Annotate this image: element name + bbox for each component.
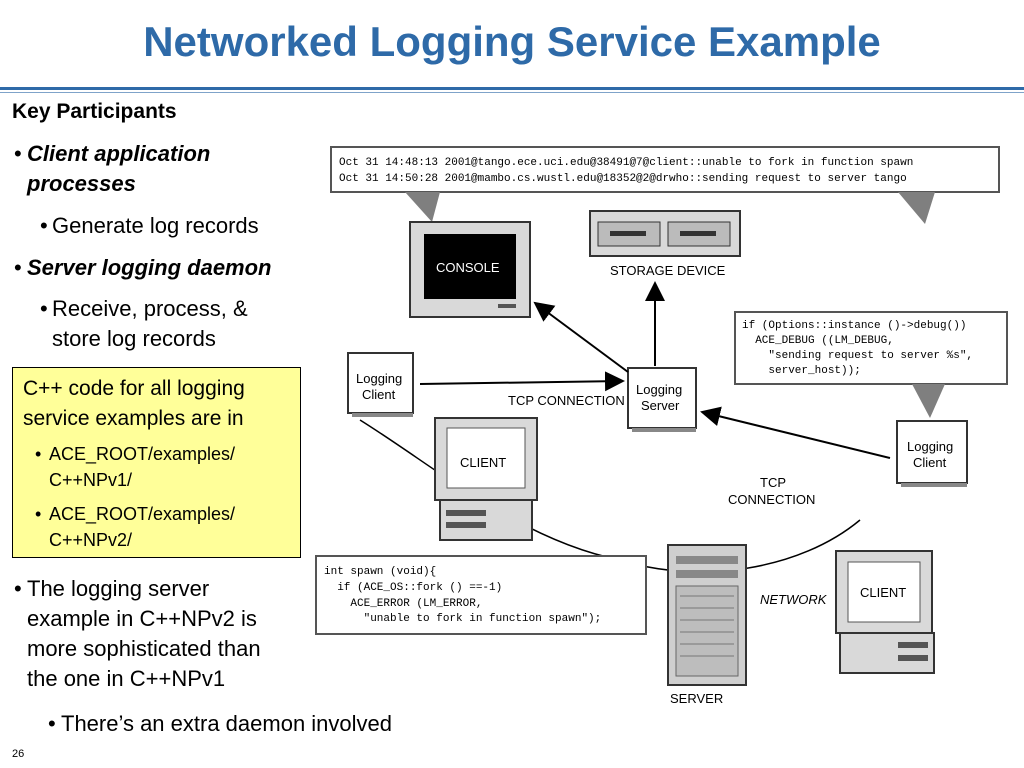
receive-line1: Receive, process, &: [52, 296, 248, 321]
bullet-dot: •: [48, 711, 56, 736]
log-callout-tail: [898, 192, 935, 224]
svg-text:Server: Server: [641, 398, 680, 413]
debug-code-1: if (Options::instance ()->debug()): [742, 320, 966, 332]
debug-code-3: "sending request to server %s",: [742, 350, 973, 362]
bullet-dot: •: [14, 255, 22, 280]
tcp-label: TCP: [760, 475, 786, 490]
bullet-dot: •: [14, 141, 22, 166]
box-line2: service examples are in: [23, 407, 244, 430]
code-location-box: C++ code for all logging service example…: [12, 367, 301, 558]
debug-code-4: server_host));: [742, 365, 861, 377]
log-output-box: [330, 146, 1000, 193]
svg-text:CLIENT: CLIENT: [860, 585, 906, 600]
bullet-dot: •: [40, 213, 48, 238]
spawn-code-1: int spawn (void){: [324, 566, 436, 578]
receive-line2: store log records: [52, 326, 216, 351]
logging-client-left: Logging Client: [347, 352, 414, 417]
storage-label: STORAGE DEVICE: [610, 263, 726, 278]
spawn-code-box: [315, 555, 647, 635]
spawn-code-3: ACE_ERROR (LM_ERROR,: [324, 598, 482, 610]
bullet-dot: •: [40, 296, 48, 321]
extra-daemon: There’s an extra daemon involved: [61, 711, 393, 736]
debug-code-box: [734, 311, 1008, 385]
svg-text:Logging: Logging: [907, 439, 953, 454]
spawn-code-4: "unable to fork in function spawn");: [324, 613, 601, 625]
tcp-connection-label: TCP CONNECTION: [508, 393, 625, 408]
logging-server-line4: the one in C++NPv1: [27, 666, 226, 691]
debug-code-2: ACE_DEBUG ((LM_DEBUG,: [742, 335, 894, 347]
title-rule-thin: [0, 92, 1024, 93]
svg-text:CLIENT: CLIENT: [460, 455, 506, 470]
box-item2-line2: C++NPv2/: [49, 530, 133, 550]
box-item2-line1: ACE_ROOT/examples/: [49, 504, 236, 524]
bullet-dot: •: [14, 576, 22, 601]
box-item1-line1: ACE_ROOT/examples/: [49, 444, 236, 464]
generate-log-records: Generate log records: [52, 213, 259, 238]
bullet-dot: •: [35, 504, 42, 524]
log-callout-tail: [405, 192, 440, 222]
storage-device: STORAGE DEVICE: [589, 210, 741, 278]
client-app-line1: Client application: [27, 141, 211, 166]
debug-callout-tail: [912, 384, 945, 418]
connection-label: CONNECTION: [728, 492, 815, 507]
console-monitor: CONSOLE: [409, 221, 531, 318]
bullet-dot: •: [35, 444, 42, 464]
logging-server-line1: The logging server: [27, 576, 210, 601]
client-pc-left: CLIENT: [434, 417, 538, 541]
network-label: NETWORK: [760, 592, 828, 607]
server-tower: SERVER: [667, 544, 747, 706]
svg-text:Client: Client: [913, 455, 947, 470]
page-number: 26: [12, 748, 25, 760]
logging-server-box: Logging Server: [627, 367, 697, 432]
server-logging-daemon: Server logging daemon: [27, 255, 272, 280]
arrow-rightclient-to-server: [700, 406, 891, 459]
svg-text:Logging: Logging: [636, 382, 682, 397]
box-line1: C++ code for all logging: [23, 377, 245, 400]
slide-title: Networked Logging Service Example: [143, 18, 881, 65]
key-participants-heading: Key Participants: [12, 100, 177, 123]
box-item1-line2: C++NPv1/: [49, 470, 133, 490]
logging-client-right: Logging Client: [896, 420, 968, 487]
client-pc-right: CLIENT: [835, 550, 935, 674]
title-rule: [0, 87, 1024, 90]
server-label: SERVER: [670, 691, 723, 706]
svg-text:Logging: Logging: [356, 371, 402, 386]
console-label: CONSOLE: [436, 260, 500, 275]
svg-text:Client: Client: [362, 387, 396, 402]
log-line-2: Oct 31 14:50:28 2001@mambo.cs.wustl.edu@…: [339, 173, 907, 185]
arrow-server-to-console: [533, 301, 629, 373]
arrow-client-to-server: [419, 371, 625, 392]
log-line-1: Oct 31 14:48:13 2001@tango.ece.uci.edu@3…: [339, 157, 913, 169]
logging-server-line3: more sophisticated than: [27, 636, 261, 661]
client-app-line2: processes: [27, 171, 136, 196]
spawn-code-2: if (ACE_OS::fork () ==-1): [324, 582, 502, 594]
logging-server-line2: example in C++NPv2 is: [27, 606, 257, 631]
